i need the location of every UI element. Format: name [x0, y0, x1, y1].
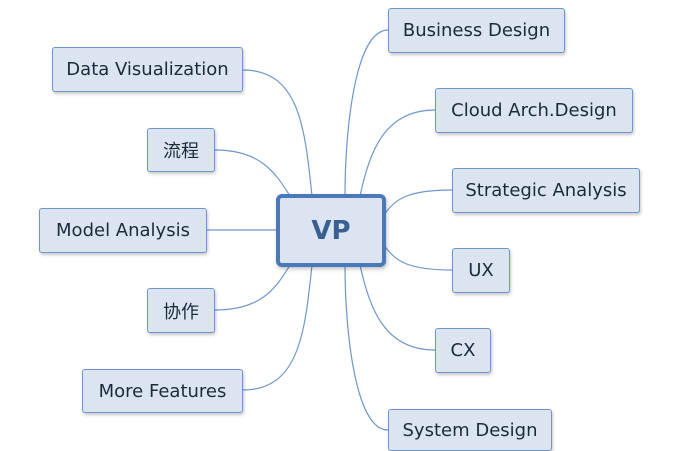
topic-business-design[interactable]: Business Design — [388, 8, 565, 53]
central-topic-vp[interactable]: VP — [276, 194, 386, 267]
connector-ux — [383, 244, 453, 271]
topic-label: CX — [450, 340, 476, 361]
topic-xiezuo[interactable]: 协作 — [147, 288, 215, 333]
central-topic-label: VP — [311, 215, 351, 246]
topic-label: Data Visualization — [66, 59, 229, 80]
connector-xiezuo — [214, 264, 291, 311]
topic-strategic-analysis[interactable]: Strategic Analysis — [452, 168, 640, 213]
topic-label: More Features — [98, 380, 227, 402]
connector-liucheng — [214, 149, 291, 197]
connector-system-design — [344, 264, 389, 431]
topic-model-analysis[interactable]: Model Analysis — [39, 208, 207, 253]
topic-cx[interactable]: CX — [435, 328, 491, 373]
topic-ux[interactable]: UX — [452, 248, 510, 293]
topic-liucheng[interactable]: 流程 — [147, 128, 215, 172]
topic-label: 流程 — [163, 141, 199, 162]
topic-cloud-arch-design[interactable]: Cloud Arch.Design — [435, 88, 633, 133]
topic-label: 协作 — [163, 301, 199, 323]
topic-label: System Design — [402, 419, 538, 441]
connector-cx — [359, 264, 436, 351]
topic-label: Model Analysis — [56, 220, 190, 241]
connector-more-features — [242, 264, 313, 391]
topic-system-design[interactable]: System Design — [388, 409, 552, 451]
connector-data-visualization — [242, 69, 313, 197]
connector-strategic-analysis — [383, 189, 453, 216]
connector-cloud-arch-design — [359, 109, 436, 197]
connector-business-design — [344, 29, 389, 197]
topic-label: UX — [468, 260, 494, 281]
topic-data-visualization[interactable]: Data Visualization — [52, 47, 243, 92]
topic-label: Strategic Analysis — [465, 180, 627, 201]
topic-label: Cloud Arch.Design — [451, 100, 617, 121]
topic-label: Business Design — [402, 20, 551, 41]
topic-more-features[interactable]: More Features — [82, 369, 243, 413]
